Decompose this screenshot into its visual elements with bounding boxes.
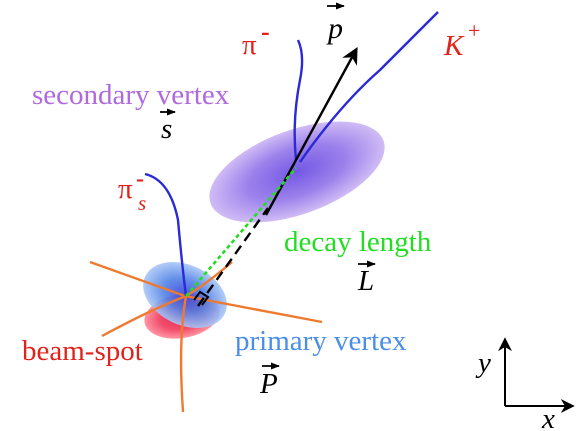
decay-length-label: decay length bbox=[284, 226, 432, 258]
s-vector-label: s bbox=[161, 113, 172, 145]
beam-spot-label: beam-spot bbox=[22, 335, 143, 367]
kaon-label: K bbox=[443, 30, 465, 62]
kaon-track bbox=[299, 11, 439, 163]
axes bbox=[498, 337, 575, 413]
L-vector-label: L bbox=[357, 265, 374, 297]
y-axis-label: y bbox=[475, 347, 491, 379]
momentum-vector bbox=[264, 47, 358, 216]
pi-s-label: π bbox=[118, 173, 133, 205]
kaon-superscript: + bbox=[468, 18, 480, 43]
pi-minus-track bbox=[293, 39, 304, 161]
pi-minus-superscript: - bbox=[261, 17, 270, 46]
pi-s-superscript: - bbox=[136, 166, 144, 192]
P-vector-label: P bbox=[259, 368, 278, 400]
x-axis-label: x bbox=[541, 403, 555, 431]
secondary-vertex-ellipse bbox=[209, 121, 385, 223]
right-angle-marker bbox=[193, 290, 210, 306]
decay-length-line bbox=[185, 167, 297, 297]
pi-minus-label: π bbox=[242, 29, 257, 61]
secondary-vertex-label: secondary vertex bbox=[32, 79, 230, 111]
momentum-label: p bbox=[326, 12, 343, 45]
pi-s-track bbox=[144, 172, 188, 297]
pi-s-subscript: s bbox=[138, 191, 146, 215]
projection-dashed-line bbox=[197, 207, 269, 307]
primary-vertex-label: primary vertex bbox=[235, 325, 407, 357]
